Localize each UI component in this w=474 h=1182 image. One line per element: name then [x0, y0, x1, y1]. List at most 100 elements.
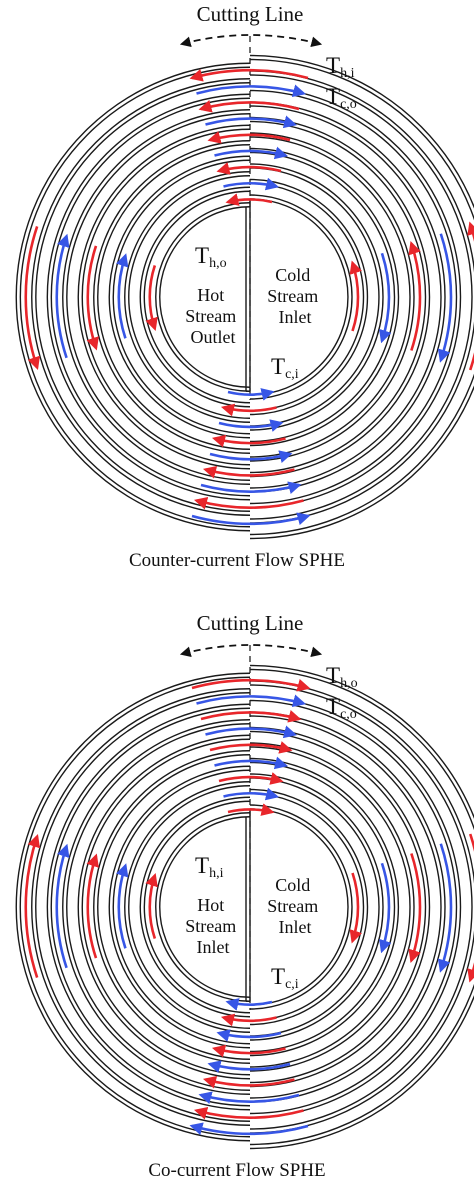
spiral-wall-right — [249, 684, 473, 1130]
caption: Counter-current Flow SPHE — [129, 550, 345, 571]
left-flow-arrow — [115, 253, 129, 339]
top-flow-arrow — [227, 803, 275, 816]
top-flow-arrow — [225, 193, 273, 206]
bottom-flow-arrow — [211, 1044, 286, 1058]
spiral-wall-right — [249, 163, 384, 431]
spiral-wall-right — [249, 85, 462, 509]
left-flow-arrow — [55, 843, 70, 969]
inner-label-cold: Tc,i — [271, 964, 299, 992]
top-flow-arrow — [214, 146, 289, 160]
spiral-wall-right — [249, 664, 474, 1150]
bottom-flow-arrow — [225, 998, 273, 1011]
spiral-wall-right — [249, 699, 458, 1115]
spiral-wall-right — [249, 101, 446, 493]
spiral-wall-right — [249, 711, 446, 1103]
spiral-wall-left — [19, 676, 251, 1138]
spiral-wall-left — [35, 82, 251, 512]
spiral-wall-left — [139, 796, 251, 1018]
bottom-flow-arrow — [198, 1091, 300, 1104]
spiral-wall-right — [249, 136, 411, 458]
bottom-flow-arrow — [207, 1060, 291, 1073]
top-flow-arrow — [214, 756, 289, 770]
right-flow-arrow — [408, 241, 422, 351]
spiral-wall-right — [249, 178, 369, 416]
spiral-wall-right — [249, 730, 427, 1084]
spiral-wall-left — [143, 190, 251, 404]
spiral-wall-left — [77, 734, 251, 1080]
bottom-flow-arrow — [218, 419, 284, 432]
caption: Co-current Flow SPHE — [148, 1160, 325, 1181]
inner-label-hot: Th,i — [195, 853, 224, 881]
spiral-wall-right — [249, 695, 462, 1119]
spiral-wall-left — [112, 769, 251, 1045]
bottom-flow-arrow — [189, 1122, 309, 1136]
hot-stream-text: Hot Stream Outlet — [185, 285, 241, 347]
outer-label-second: Tc,o — [326, 694, 357, 722]
spiral-wall-right — [249, 105, 442, 489]
spiral-walls — [15, 54, 474, 540]
spiral-wall-left — [108, 765, 251, 1049]
spiral-wall-left — [77, 124, 251, 470]
spiral-wall-right — [249, 167, 380, 427]
flow-arrows — [24, 678, 474, 1136]
spiral-wall-left — [93, 140, 251, 454]
outer-label-second: Tc,o — [326, 84, 357, 112]
spiral-wall-left — [97, 754, 251, 1060]
spiral-wall-right — [249, 773, 384, 1041]
spiral-wall-left — [19, 66, 251, 528]
spiral-wall-right — [249, 792, 365, 1022]
top-flow-arrow — [196, 84, 307, 98]
top-flow-arrow — [198, 100, 300, 113]
inner-label-hot: Th,o — [195, 243, 227, 271]
left-flow-arrow — [145, 265, 158, 332]
bottom-flow-arrow — [227, 388, 275, 401]
top-flow-arrow — [196, 694, 307, 708]
spiral-wall-left — [93, 750, 251, 1064]
spiral-wall-right — [249, 132, 415, 462]
right-flow-arrow — [349, 260, 362, 332]
spiral-wall-right — [249, 726, 431, 1088]
top-flow-arrow — [207, 131, 291, 144]
spiral-wall-right — [249, 757, 400, 1057]
spiral-wall-left — [97, 144, 251, 450]
spiral-wall-right — [249, 89, 458, 505]
spiral-wall-left — [81, 738, 251, 1076]
spiral-wall-left — [159, 206, 251, 388]
spiral-wall-left — [50, 707, 251, 1107]
top-flow-arrow — [209, 741, 293, 754]
spiral-wall-left — [35, 692, 251, 1122]
spiral-wall-left — [108, 155, 251, 439]
spiral-wall-left — [66, 113, 251, 481]
spiral-wall-left — [81, 128, 251, 466]
spiral-wall-right — [249, 116, 431, 478]
bottom-flow-arrow — [220, 403, 277, 417]
spiral-wall-left — [31, 78, 251, 516]
cold-stream-text: Cold Stream Inlet — [267, 875, 323, 937]
bottom-flow-arrow — [216, 1029, 282, 1042]
top-flow-arrow — [223, 177, 280, 191]
bottom-flow-arrow — [209, 450, 293, 463]
spiral-wall-right — [249, 746, 411, 1068]
outer-label-top: Th,i — [326, 53, 355, 81]
bottom-flow-arrow — [200, 481, 302, 494]
bottom-flow-arrow — [193, 496, 304, 510]
spiral-wall-right — [249, 788, 369, 1026]
left-flow-arrow — [24, 833, 41, 978]
spiral-wall-left — [46, 93, 251, 501]
right-flow-arrow — [437, 233, 453, 363]
cutting-line-arc-icon — [179, 644, 323, 658]
cutting-line-label: Cutting Line — [197, 611, 304, 635]
bottom-flow-arrow — [193, 1106, 304, 1120]
bottom-flow-arrow — [202, 1075, 295, 1089]
spiral-wall-left — [155, 202, 251, 392]
top-flow-arrow — [191, 678, 311, 692]
spiral-wall-right — [249, 120, 427, 474]
spiral-wall-right — [249, 70, 474, 524]
right-flow-arrow — [437, 843, 453, 973]
bottom-flow-arrow — [191, 512, 311, 526]
spiral-wall-left — [139, 186, 251, 408]
spiral-wall-right — [249, 74, 473, 520]
spiral-wall-right — [249, 147, 400, 447]
spiral-wall-right — [249, 668, 474, 1146]
